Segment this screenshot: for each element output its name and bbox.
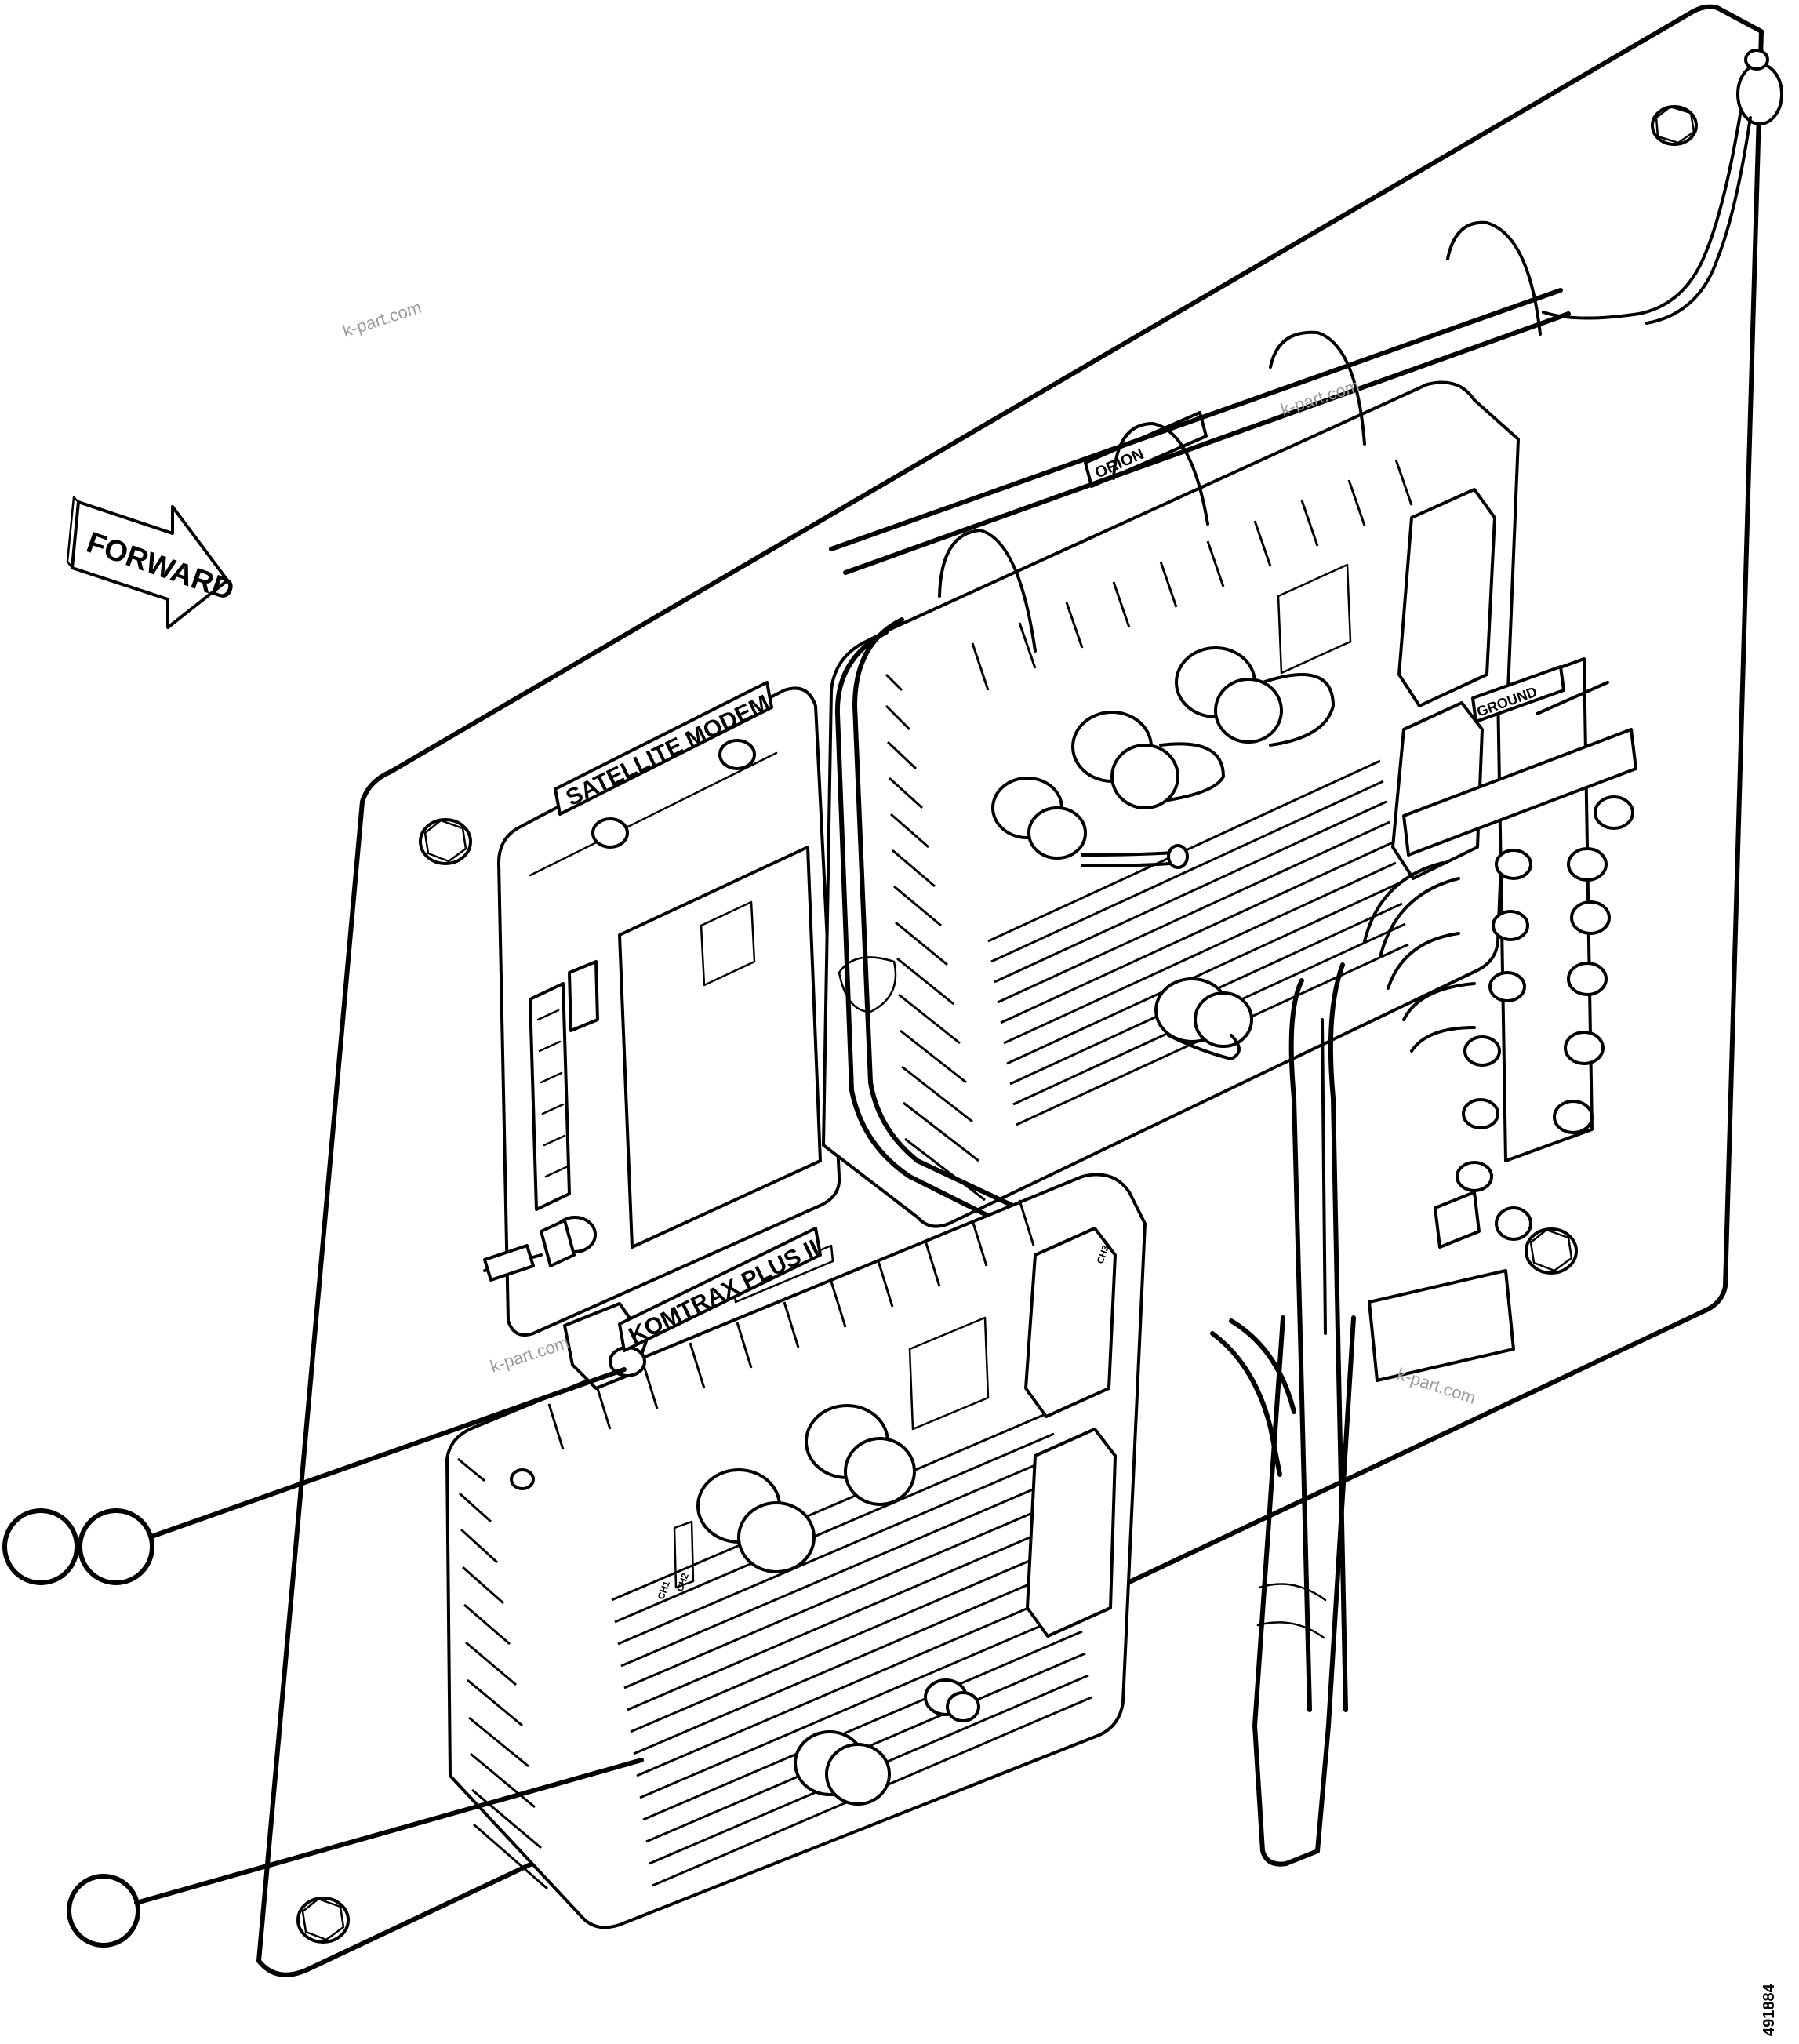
callout-leaders xyxy=(134,1367,644,1905)
plate-bolt-bottom-left xyxy=(296,1897,350,1944)
callout-balloon-1 xyxy=(2,1508,79,1585)
watermark-4: k-part.com xyxy=(1394,1364,1478,1408)
callout-balloon-3 xyxy=(67,1874,140,1948)
watermark-2: k-part.com xyxy=(1278,376,1362,420)
komtrax-rect-connector-upper xyxy=(1024,1227,1117,1418)
watermark-1: k-part.com xyxy=(340,297,424,341)
satellite-modem: SATELLITE MODEM xyxy=(483,681,841,1337)
plate-bolt-right-lower xyxy=(1525,1227,1578,1275)
orion-connector-4 xyxy=(1154,977,1253,1060)
komtrax-rect-connector-lower xyxy=(1026,1428,1117,1638)
komtrax-connector-2 xyxy=(696,1468,816,1573)
orion-heatsink-fins xyxy=(885,459,1413,1202)
orion-rect-connector-upper xyxy=(1397,488,1496,707)
komtrax-connector-4 xyxy=(924,1678,980,1722)
mounting-plate xyxy=(256,4,1764,1977)
callout-balloon-2 xyxy=(78,1508,154,1585)
forward-arrow: FORWARD xyxy=(66,496,238,629)
plate-bolt-top-right xyxy=(1651,105,1698,146)
orion-connector-1 xyxy=(1175,646,1335,747)
ground-strap xyxy=(1542,49,1783,325)
ground-terminal-nuts xyxy=(1456,795,1634,1192)
orion-controller: ORION xyxy=(822,380,1520,1228)
plate-bolt-left-upper xyxy=(419,818,472,865)
orion-connector-3 xyxy=(991,777,1189,869)
komtrax-connector-1 xyxy=(805,1404,916,1506)
ground-harness-connector xyxy=(1368,1269,1515,1382)
figure-id: 491884 xyxy=(1761,1983,1778,2036)
watermark-3: k-part.com xyxy=(488,1333,572,1377)
orion-connector-2 xyxy=(1071,711,1225,809)
ground-terminal-block: GROUND xyxy=(1368,657,1637,1382)
komtrax-controller: KOMTRAX PLUS II CH1 CH2 CH3 xyxy=(445,1173,1147,1929)
komtrax-connector-3 xyxy=(794,1730,891,1806)
